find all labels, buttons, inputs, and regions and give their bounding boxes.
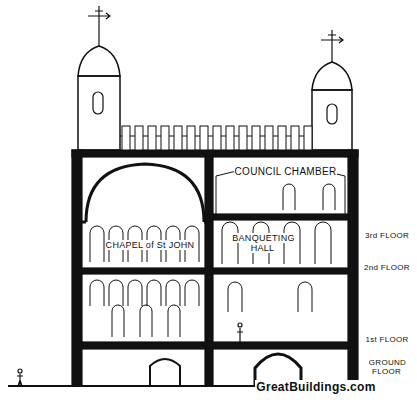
merlon xyxy=(122,126,130,150)
ground-window xyxy=(112,305,124,337)
floor-label: 2nd FLOOR xyxy=(360,264,414,273)
weather-vane xyxy=(321,35,343,43)
merlon xyxy=(265,126,273,150)
merlon xyxy=(304,126,312,150)
label-text: 1st FLOOR xyxy=(364,335,409,344)
label-text: BANQUETING HALL xyxy=(231,233,295,253)
chapel-arcade xyxy=(128,280,142,306)
hall-window xyxy=(298,282,312,312)
floor-label: 3rd FLOOR xyxy=(360,232,414,241)
chapel-vault xyxy=(86,164,204,222)
chamber-window xyxy=(283,184,295,210)
chapel-arcade xyxy=(90,280,104,306)
ground-window xyxy=(140,305,152,337)
basement-arch xyxy=(150,359,180,386)
hall-arch xyxy=(284,222,300,264)
outer-wall xyxy=(348,150,358,386)
chapel-arcade xyxy=(166,280,180,306)
merlon xyxy=(174,126,182,150)
floor-slab xyxy=(82,268,348,274)
right-turret xyxy=(312,90,352,150)
floor-slab xyxy=(213,214,348,220)
arcades-and-battlements xyxy=(90,126,335,337)
label-text: GreatBuildings.com xyxy=(255,380,376,394)
left-turret xyxy=(78,76,120,150)
merlon xyxy=(187,126,195,150)
merlon xyxy=(226,126,234,150)
merlon xyxy=(291,126,299,150)
room-label: CHAPEL of St JOHN xyxy=(95,241,205,251)
hall-arch xyxy=(222,222,238,264)
chapel-arcade xyxy=(90,226,104,262)
label-text: 3rd FLOOR xyxy=(364,231,410,240)
chapel-arcade xyxy=(185,280,199,306)
hall-arch xyxy=(315,222,331,264)
left-dome xyxy=(78,46,120,76)
label-text: GROUND FLOOR xyxy=(368,358,406,376)
merlon xyxy=(252,126,260,150)
human-figure xyxy=(238,323,242,327)
chamber-arch xyxy=(216,167,345,214)
watermark: GreatBuildings.com xyxy=(246,381,386,394)
turret-window xyxy=(93,92,103,114)
turret-window xyxy=(327,104,337,124)
vault-springing xyxy=(82,221,205,224)
tower-outline xyxy=(8,6,370,386)
human-figure xyxy=(18,369,22,373)
merlon xyxy=(161,126,169,150)
weather-vane xyxy=(88,11,110,19)
vane-rod xyxy=(98,6,99,46)
merlon xyxy=(148,126,156,150)
floor-slab xyxy=(82,342,348,349)
label-text: 2nd FLOOR xyxy=(363,263,411,272)
floor-label: 1st FLOOR xyxy=(360,336,414,345)
label-text: CHAPEL of St JOHN xyxy=(105,240,196,250)
merlon xyxy=(213,126,221,150)
chapel-arcade xyxy=(109,280,123,306)
floor-label: GROUND FLOOR xyxy=(362,359,412,377)
room-label: COUNCIL CHAMBER xyxy=(228,166,343,177)
human-figure xyxy=(17,374,23,386)
right-dome xyxy=(312,62,352,90)
merlon xyxy=(239,126,247,150)
merlon xyxy=(135,126,143,150)
chamber-window xyxy=(323,184,335,210)
label-text: COUNCIL CHAMBER xyxy=(234,166,338,177)
merlon xyxy=(278,126,286,150)
chapel-arcade xyxy=(147,280,161,306)
outer-wall xyxy=(72,150,82,386)
ground-window xyxy=(168,305,180,337)
human-figure xyxy=(237,328,243,342)
parapet xyxy=(72,150,358,157)
hall-window xyxy=(228,282,242,312)
room-label: BANQUETING HALL xyxy=(218,234,308,254)
merlon xyxy=(200,126,208,150)
